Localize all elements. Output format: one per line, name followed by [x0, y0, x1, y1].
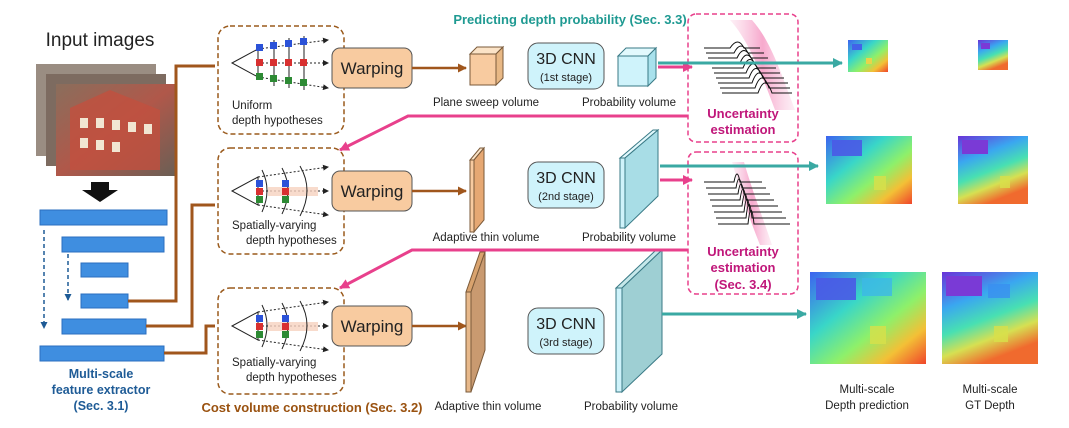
probability-volume-label-2: Probability volume: [582, 232, 676, 244]
prediction-label-line2: Depth prediction: [825, 400, 909, 412]
probability-volume-stage1: [616, 46, 658, 88]
warping-label-stage3: Warping: [341, 317, 404, 336]
probability-volume-label-1: Probability volume: [582, 97, 676, 109]
cost-volume-title: Cost volume construction (Sec. 3.2): [201, 400, 422, 415]
gt-depth-medium: [958, 136, 1028, 204]
prediction-arrows: [658, 58, 843, 319]
extractor-label-line3: (Sec. 3.1): [74, 399, 129, 413]
uncertainty-label-lower-1: Uncertainty: [707, 244, 779, 259]
down-arrow-icon: [82, 182, 118, 202]
uniform-hypothesis-icon: [230, 36, 329, 91]
probability-volume-label-3: Probability volume: [584, 401, 678, 413]
varying-hypothesis-icon-2: [230, 164, 329, 218]
cnn-box-stage1: [527, 42, 605, 90]
hypotheses-stage1-line2: depth hypotheses: [232, 115, 323, 127]
gt-depth-small: [978, 40, 1008, 70]
uncertainty-arrows: [339, 62, 693, 290]
hypotheses-stage2-line2: depth hypotheses: [246, 235, 337, 247]
hypotheses-stage2-line1: Spatially-varying: [232, 220, 316, 232]
feature-extractor: [39, 209, 168, 362]
cnn-stage3-label: (3rd stage): [539, 337, 592, 349]
uncertainty-section-label: (Sec. 3.4): [714, 277, 771, 292]
adaptive-thin-volume-label-2: Adaptive thin volume: [433, 232, 540, 244]
probability-volume-stage2: [618, 128, 660, 230]
warping-label-stage2: Warping: [341, 182, 404, 201]
depth-prediction-small: [848, 40, 888, 72]
uncertainty-label-upper-1: Uncertainty: [707, 106, 779, 121]
cnn-title-stage2: 3D CNN: [536, 170, 596, 187]
plane-sweep-volume: [468, 45, 505, 87]
hypotheses-stage3-line2: depth hypotheses: [246, 372, 337, 384]
cnn-box-stage3: [527, 307, 605, 355]
uncertainty-label-lower-2: estimation: [710, 260, 775, 275]
cnn-title-stage1: 3D CNN: [536, 51, 596, 68]
depth-prediction-medium: [826, 136, 912, 204]
input-image-stack: [36, 64, 176, 176]
depth-distribution-plot-lower: [704, 162, 790, 245]
adaptive-thin-volume-stage2: [468, 146, 486, 234]
extractor-label-line1: Multi-scale: [69, 367, 134, 381]
warping-arrows: [412, 63, 467, 331]
input-images-title: Input images: [46, 30, 155, 51]
hypotheses-stage1-line1: Uniform: [232, 100, 272, 112]
predicting-depth-title: Predicting depth probability (Sec. 3.3): [453, 12, 686, 27]
depth-distribution-plot-upper: [704, 20, 795, 110]
gt-label-line2: GT Depth: [965, 400, 1015, 412]
cnn-stage2-label: (2nd stage): [538, 191, 594, 203]
warping-label-stage1: Warping: [341, 59, 404, 78]
extractor-label-line2: feature extractor: [52, 383, 151, 397]
prediction-label-line1: Multi-scale: [840, 384, 895, 396]
adaptive-thin-volume-label-3: Adaptive thin volume: [435, 401, 542, 413]
cnn-title-stage3: 3D CNN: [536, 316, 596, 333]
hypotheses-stage3-line1: Spatially-varying: [232, 357, 316, 369]
uncertainty-box-upper: [687, 13, 799, 143]
depth-prediction-large: [810, 272, 926, 364]
gt-label-line1: Multi-scale: [963, 384, 1018, 396]
uncertainty-label-upper-2: estimation: [710, 122, 775, 137]
plane-sweep-volume-label: Plane sweep volume: [433, 97, 539, 109]
uncertainty-box-lower: [687, 151, 799, 295]
adaptive-thin-volume-stage3: [465, 251, 486, 393]
feature-connectors: [128, 64, 215, 355]
gt-depth-large: [942, 272, 1038, 364]
probability-volume-stage3: [614, 248, 664, 394]
varying-hypothesis-icon-3: [230, 299, 329, 353]
cnn-stage1-label: (1st stage): [540, 72, 592, 84]
cnn-box-stage2: [527, 161, 605, 209]
